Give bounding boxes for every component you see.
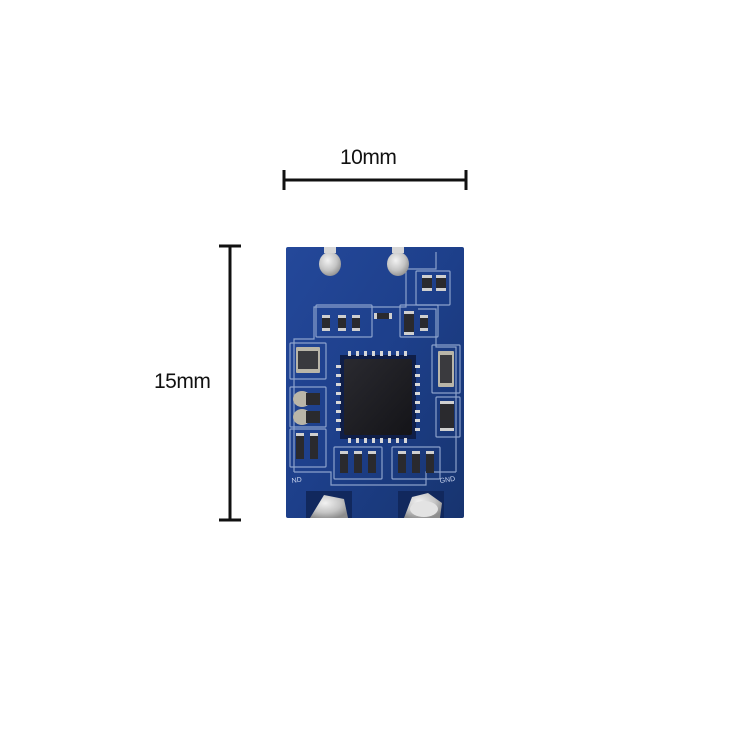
height-dimension-rule [219,244,241,522]
width-dimension-label: 10mm [340,146,397,169]
bottom-solder-pads [306,491,444,518]
qfn-chip [336,351,420,443]
silkscreen-gnd-label: GND [439,476,455,485]
width-dimension-rule [282,170,468,190]
circuit-board: ND GND [286,247,464,518]
silkscreen-nd-label: ND [291,477,302,485]
height-dimension-label: 15mm [154,370,211,393]
smd-components [293,275,454,473]
top-solder-pads [319,247,409,276]
